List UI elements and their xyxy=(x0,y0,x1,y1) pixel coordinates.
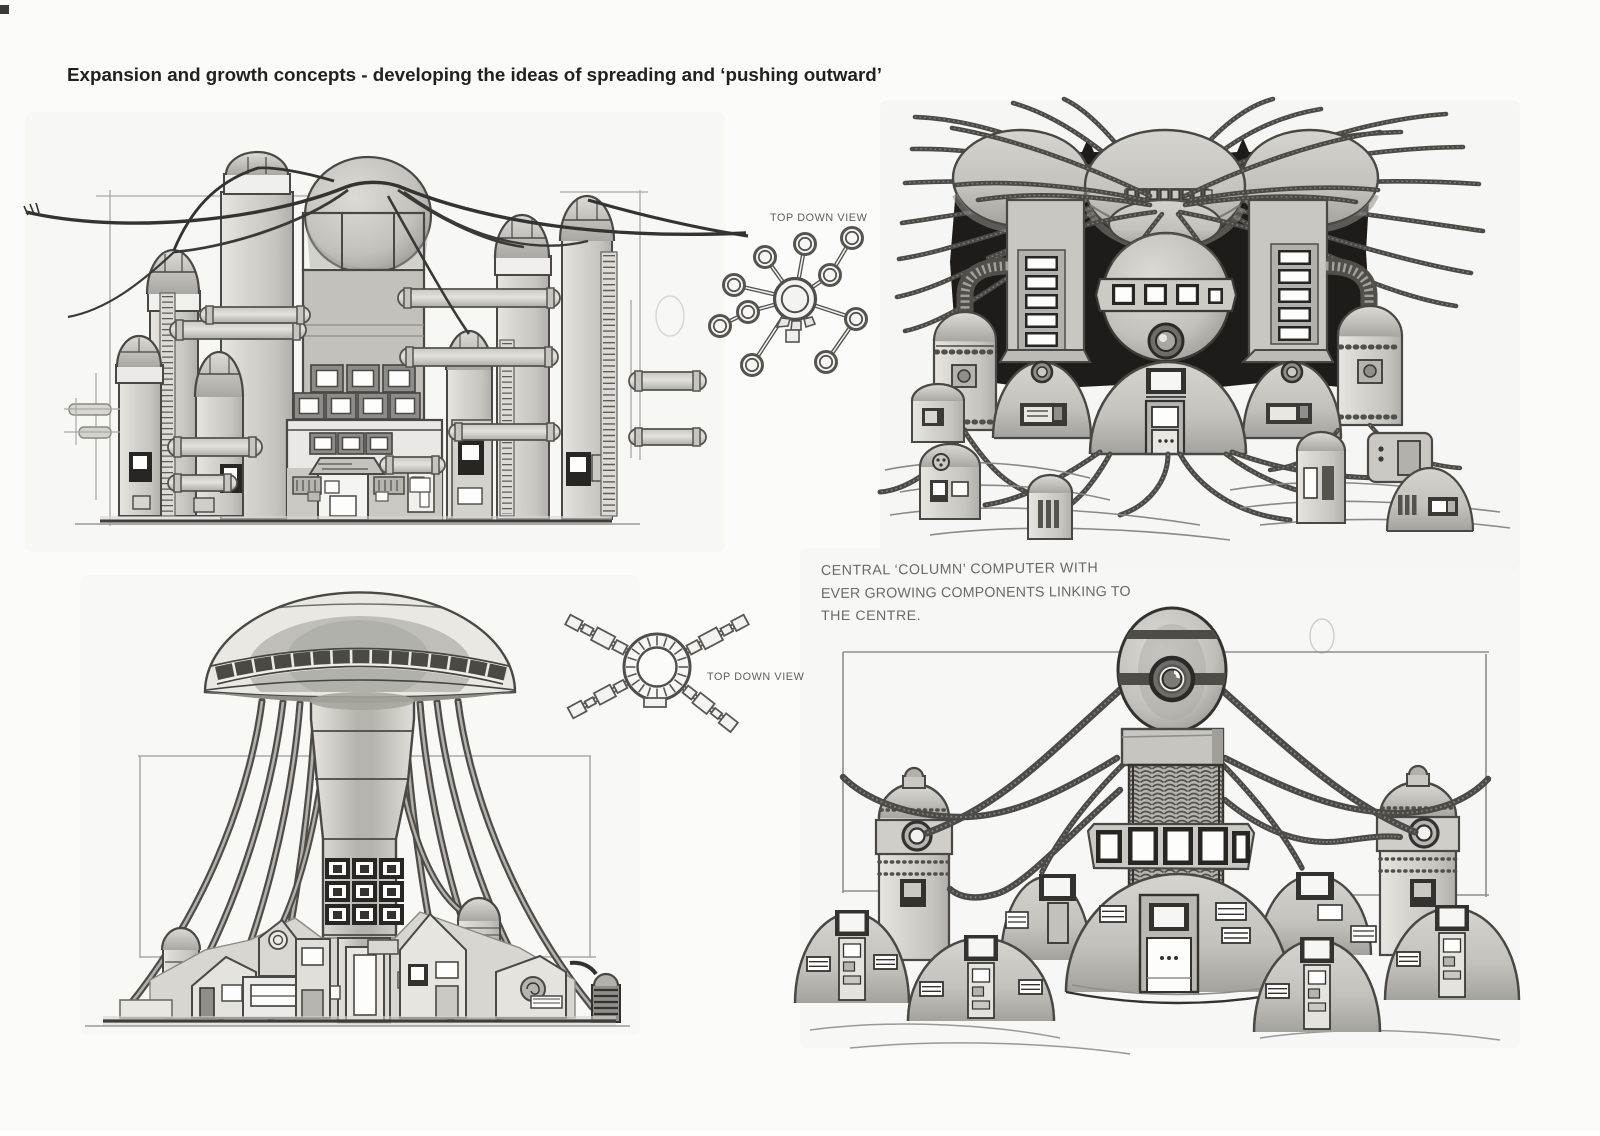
svg-text:Expansion and growth concepts: Expansion and growth concepts - developi… xyxy=(67,64,882,85)
svg-text:TOP DOWN VIEW: TOP DOWN VIEW xyxy=(770,212,868,224)
svg-text:TOP DOWN VIEW: TOP DOWN VIEW xyxy=(707,671,805,683)
svg-text:EVER GROWING COMPONENTS LINKIN: EVER GROWING COMPONENTS LINKING TO xyxy=(821,584,1131,602)
svg-text:CENTRAL ‘COLUMN’ COMPUTER WITH: CENTRAL ‘COLUMN’ COMPUTER WITH xyxy=(821,560,1098,579)
svg-text:THE CENTRE.: THE CENTRE. xyxy=(821,608,921,624)
